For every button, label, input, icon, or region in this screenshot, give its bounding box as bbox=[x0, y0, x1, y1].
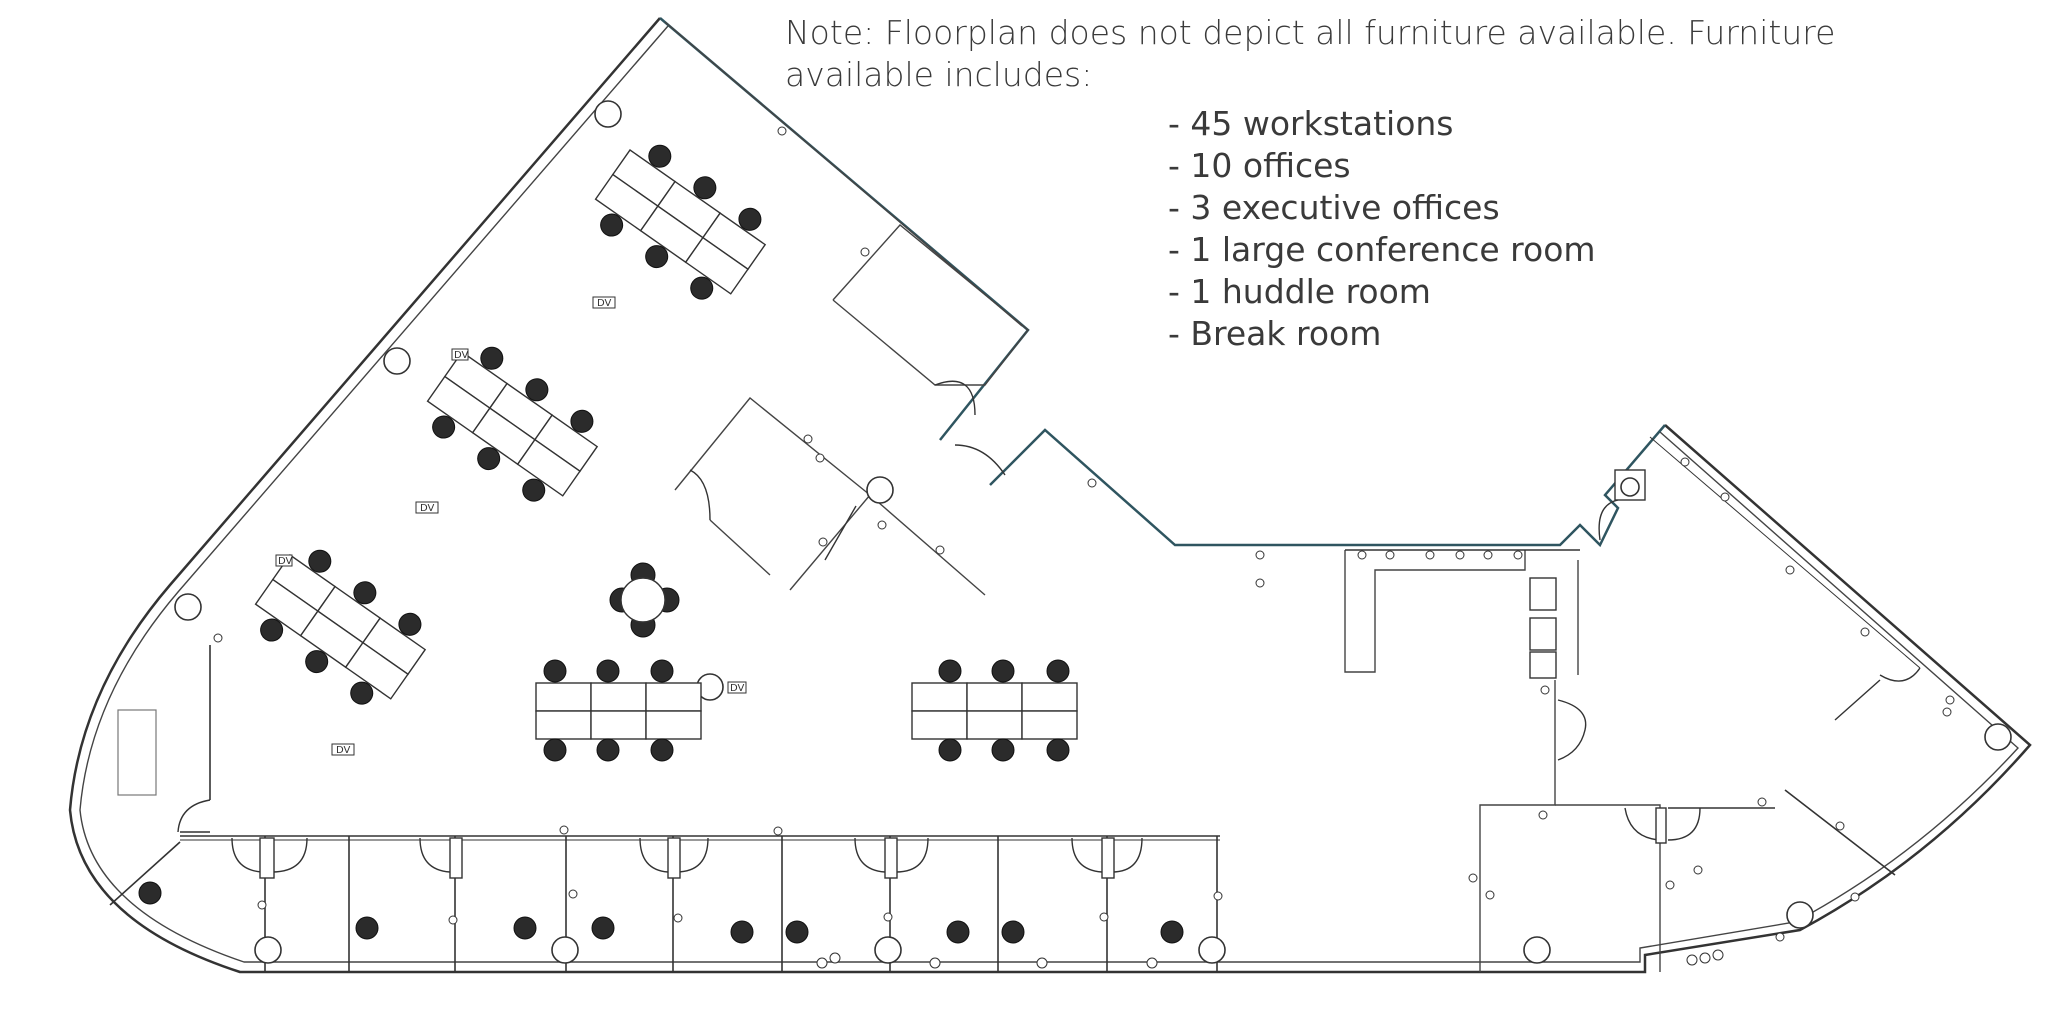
workstation-cluster-left bbox=[254, 549, 427, 705]
plan-marker: DV bbox=[597, 298, 612, 309]
plan-marker: DV bbox=[730, 683, 745, 694]
bottom-offices bbox=[180, 835, 1220, 972]
list-item: - 1 huddle room bbox=[1168, 272, 1431, 311]
list-item: - 45 workstations bbox=[1168, 104, 1454, 143]
workstation-cluster-middle bbox=[426, 346, 599, 502]
round-table bbox=[609, 562, 680, 638]
right-rooms bbox=[1344, 436, 1921, 972]
plan-markers: DV DV DV DV DV DV bbox=[275, 296, 747, 756]
plan-marker: DV bbox=[278, 556, 293, 567]
list-item: - Break room bbox=[1168, 314, 1382, 353]
workstation-row-right bbox=[911, 659, 1078, 762]
columns bbox=[174, 100, 2012, 964]
outlets bbox=[213, 126, 1955, 969]
furniture-list: - 45 workstations - 10 offices - 3 execu… bbox=[1168, 103, 1596, 355]
workstation-row-center bbox=[535, 659, 702, 762]
reception-area bbox=[109, 645, 211, 906]
upper-office bbox=[832, 224, 1029, 476]
list-item: - 10 offices bbox=[1168, 146, 1351, 185]
plan-marker: DV bbox=[454, 350, 469, 361]
middle-office bbox=[674, 397, 986, 596]
workstation-cluster-top bbox=[594, 144, 767, 300]
list-item: - 3 executive offices bbox=[1168, 188, 1500, 227]
exterior-wall bbox=[68, 17, 2032, 974]
plan-marker: DV bbox=[420, 503, 435, 514]
plan-marker: DV bbox=[336, 745, 351, 756]
furniture-note: Note: Floorplan does not depict all furn… bbox=[785, 13, 1836, 94]
list-item: - 1 large conference room bbox=[1168, 230, 1596, 269]
office-chairs bbox=[138, 881, 1184, 944]
